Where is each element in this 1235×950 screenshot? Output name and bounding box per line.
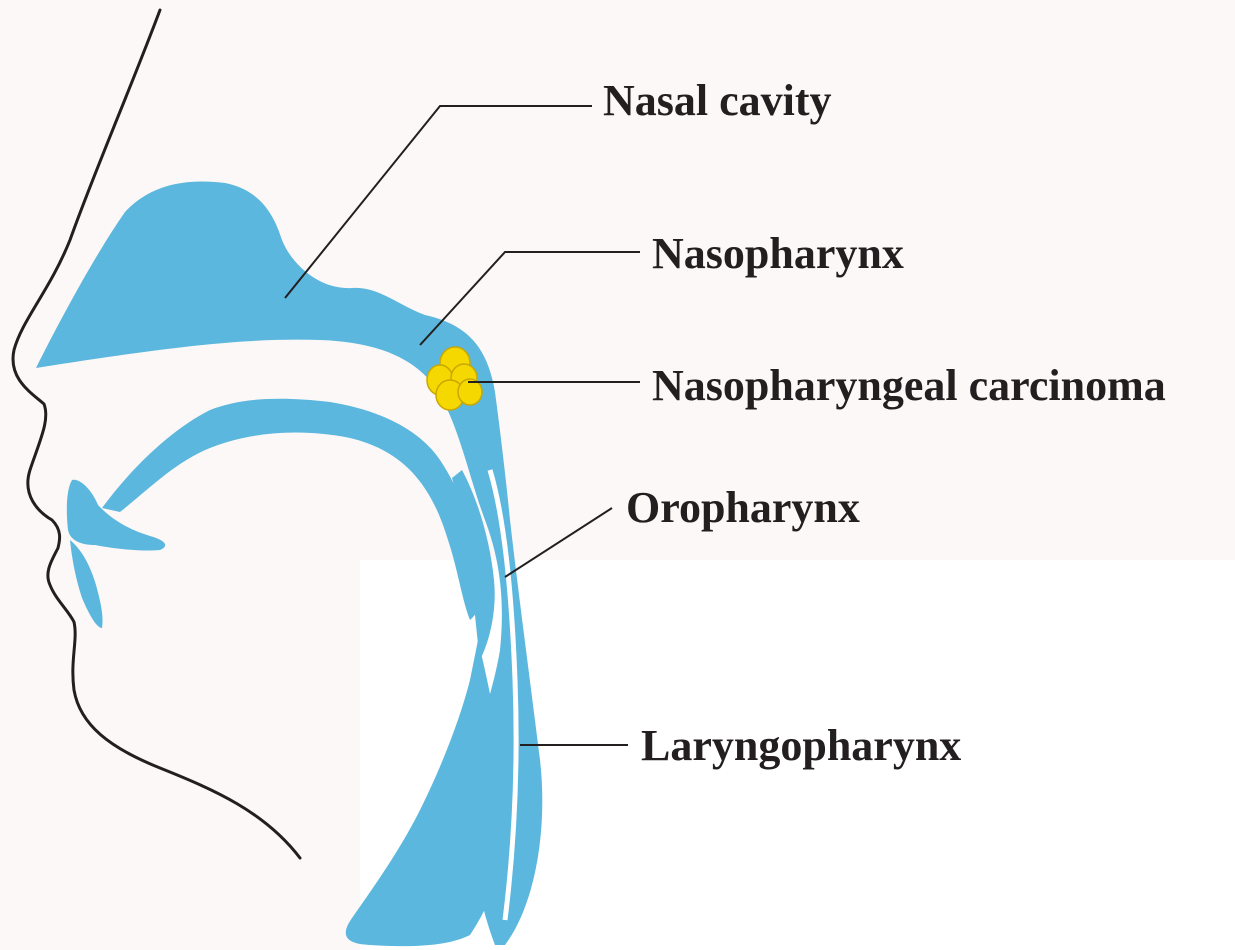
label-oropharynx: Oropharynx xyxy=(626,483,860,532)
label-nasopharynx: Nasopharynx xyxy=(652,229,904,278)
label-nasopharyngeal-carcinoma: Nasopharyngeal carcinoma xyxy=(652,361,1166,410)
label-nasal-cavity: Nasal cavity xyxy=(603,76,832,125)
label-laryngopharynx: Laryngopharynx xyxy=(641,721,961,770)
